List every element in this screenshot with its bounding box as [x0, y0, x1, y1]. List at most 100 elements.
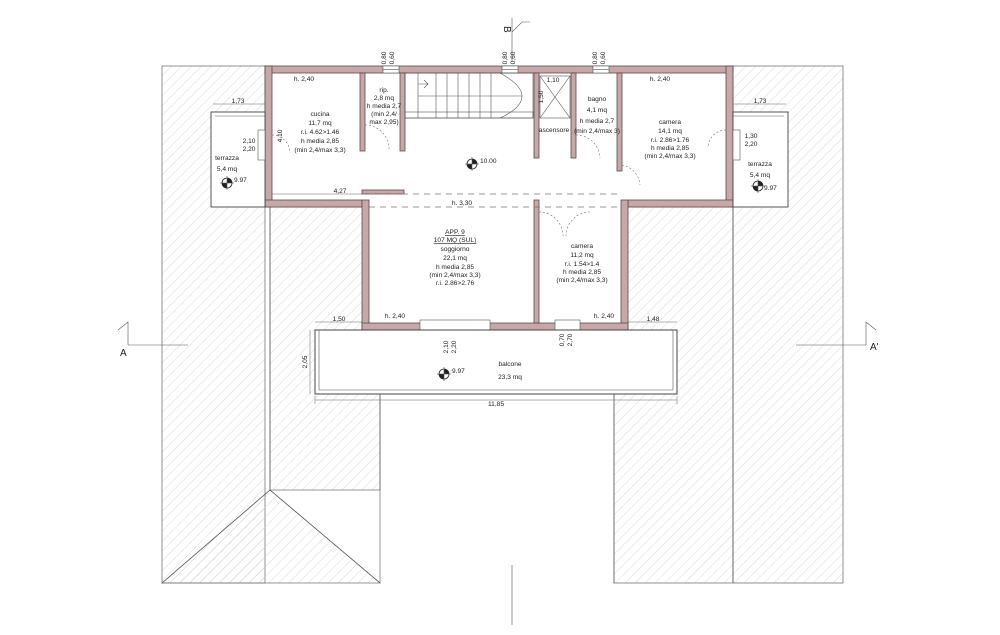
- svg-text:r.i. 1.54>1.4: r.i. 1.54>1.4: [565, 261, 600, 268]
- svg-text:(min 2,4/max 3,3): (min 2,4/max 3,3): [556, 277, 607, 284]
- svg-text:4,1 mq: 4,1 mq: [587, 107, 607, 114]
- svg-text:107 MQ (SUL): 107 MQ (SUL): [434, 237, 477, 244]
- dim-150-balcony: 1,50: [333, 316, 346, 323]
- labels: B A A' h. 2,40 h. 2,40 h. 3,30 h. 2,40 h…: [120, 26, 879, 408]
- win-balcony-2-b: 2,70: [567, 333, 574, 346]
- section-marker-left: [117, 321, 188, 346]
- svg-text:14,1 mq: 14,1 mq: [658, 128, 682, 135]
- svg-text:h media 2,7: h media 2,7: [580, 118, 615, 125]
- staircase: [404, 72, 534, 119]
- win-top-2-a: 0,80: [502, 51, 509, 64]
- svg-text:h media 2,85: h media 2,85: [563, 269, 601, 276]
- win-left-a: 2,10: [243, 138, 256, 145]
- svg-text:22,1 mq: 22,1 mq: [443, 255, 467, 262]
- level-marker-center: [465, 157, 479, 171]
- room-balcone: balcone 23,3 mq: [498, 361, 522, 381]
- dim-205: 2,05: [302, 355, 309, 368]
- svg-text:23,3 mq: 23,3 mq: [498, 374, 522, 381]
- svg-text:cucina: cucina: [310, 111, 329, 118]
- level-marker-balcone: [437, 367, 451, 381]
- svg-text:5,4 mq: 5,4 mq: [750, 172, 770, 179]
- svg-text:11,7 mq: 11,7 mq: [308, 120, 332, 127]
- exterior-walls: [264, 65, 734, 331]
- svg-text:bagno: bagno: [588, 96, 607, 103]
- room-terrazza-right: terrazza 5,4 mq: [748, 161, 772, 179]
- svg-text:terrazza: terrazza: [215, 155, 239, 162]
- svg-text:r.i. 2.86>2.76: r.i. 2.86>2.76: [436, 280, 475, 287]
- svg-text:5,4 mq: 5,4 mq: [217, 166, 237, 173]
- dim-427: 4,27: [334, 188, 347, 195]
- room-terrazza-left: terrazza 5,4 mq: [215, 155, 239, 173]
- level-marker-terrace-right: [751, 179, 765, 193]
- svg-text:r.i. 4.62>1.46: r.i. 4.62>1.46: [301, 129, 340, 136]
- win-balcony-1-b: 2,20: [451, 340, 458, 353]
- svg-text:(min 2,4/max 3): (min 2,4/max 3): [574, 128, 620, 135]
- svg-text:(min 2,4/: (min 2,4/: [371, 111, 397, 118]
- dim-110: 1,10: [547, 77, 560, 84]
- height-camera2: h. 2,40: [594, 313, 614, 320]
- svg-text:camera: camera: [659, 119, 681, 126]
- dim-148: 1,48: [647, 316, 660, 323]
- svg-text:camera: camera: [571, 243, 593, 250]
- level-terrace-right: 9.97: [764, 185, 777, 192]
- level-terrace-left: 9.97: [234, 177, 247, 184]
- win-balcony-2-a: 0,70: [559, 333, 566, 346]
- svg-text:(min 2,4/max 3,3): (min 2,4/max 3,3): [294, 147, 345, 154]
- win-top-3-a: 0,80: [592, 51, 599, 64]
- svg-text:h media 2,7: h media 2,7: [367, 103, 402, 110]
- svg-text:soggiorno: soggiorno: [441, 246, 470, 253]
- section-marker-right: [796, 321, 877, 346]
- height-soggiorno: h. 2,40: [385, 313, 405, 320]
- svg-text:r.i. 2.86>1.76: r.i. 2.86>1.76: [651, 137, 690, 144]
- level-marker-terrace-left: [220, 176, 234, 190]
- room-soggiorno: APP. 9 107 MQ (SUL) soggiorno 22,1 mq h …: [429, 229, 480, 287]
- svg-text:2,8 mq: 2,8 mq: [374, 95, 394, 102]
- compass-top-label: B: [501, 26, 512, 33]
- dim-150-lift: 1,50: [538, 90, 545, 103]
- top-windows: [382, 65, 610, 74]
- dim-410: 4,10: [277, 129, 284, 142]
- win-top-3-b: 0,60: [600, 51, 607, 64]
- svg-text:11,2 mq: 11,2 mq: [570, 252, 594, 259]
- room-bagno: bagno 4,1 mq h media 2,7 (min 2,4/max 3): [574, 96, 620, 135]
- room-cucina: cucina 11,7 mq r.i. 4.62>1.46 h media 2,…: [294, 111, 345, 154]
- dim-terrace-right: 1,73: [754, 98, 767, 105]
- section-marker-top: [511, 18, 530, 625]
- roof-right-inner: [613, 206, 734, 584]
- dimension-lines: [213, 103, 786, 404]
- win-right-b: 2,20: [745, 141, 758, 148]
- win-top-1-a: 0,80: [381, 51, 388, 64]
- terrace-right: [732, 111, 789, 208]
- win-left-b: 2,20: [243, 146, 256, 153]
- svg-text:(min 2,4/max 3,3): (min 2,4/max 3,3): [644, 153, 695, 160]
- svg-text:h media 2,85: h media 2,85: [436, 264, 474, 271]
- height-cucina: h. 2,40: [294, 76, 314, 83]
- svg-text:(min 2,4/max 3,3): (min 2,4/max 3,3): [429, 272, 480, 279]
- interior-walls: [359, 72, 623, 324]
- room-camera-1: camera 14,1 mq r.i. 2.86>1.76 h media 2,…: [644, 119, 695, 160]
- section-right-label: A': [870, 342, 879, 353]
- svg-text:balcone: balcone: [498, 361, 521, 368]
- svg-text:APP. 9: APP. 9: [445, 229, 465, 236]
- height-camera: h. 2,40: [650, 76, 670, 83]
- balcony: [314, 329, 678, 395]
- svg-text:h media 2,85: h media 2,85: [651, 145, 689, 152]
- room-ripostiglio: rip. 2,8 mq h media 2,7 (min 2,4/ max 2,…: [367, 87, 402, 126]
- section-left-label: A: [120, 348, 127, 359]
- win-top-1-b: 0,60: [389, 51, 396, 64]
- room-ascensore: ascensore: [539, 127, 570, 134]
- dim-terrace-left: 1,73: [232, 98, 245, 105]
- height-corridor: h. 3,30: [452, 200, 472, 207]
- win-right-a: 1,30: [745, 133, 758, 140]
- win-top-2-b: 0,60: [510, 51, 517, 64]
- dim-1185: 11,85: [488, 401, 504, 408]
- win-balcony-1-a: 2,10: [443, 340, 450, 353]
- room-camera-2: camera 11,2 mq r.i. 1.54>1.4 h media 2,8…: [556, 243, 607, 284]
- svg-text:max 2,95): max 2,95): [369, 119, 398, 126]
- level-center: 10.00: [480, 158, 497, 165]
- svg-text:terrazza: terrazza: [748, 161, 772, 168]
- elevator-shaft: [539, 75, 571, 119]
- svg-text:rip.: rip.: [379, 87, 388, 94]
- svg-text:h media 2,85: h media 2,85: [301, 138, 339, 145]
